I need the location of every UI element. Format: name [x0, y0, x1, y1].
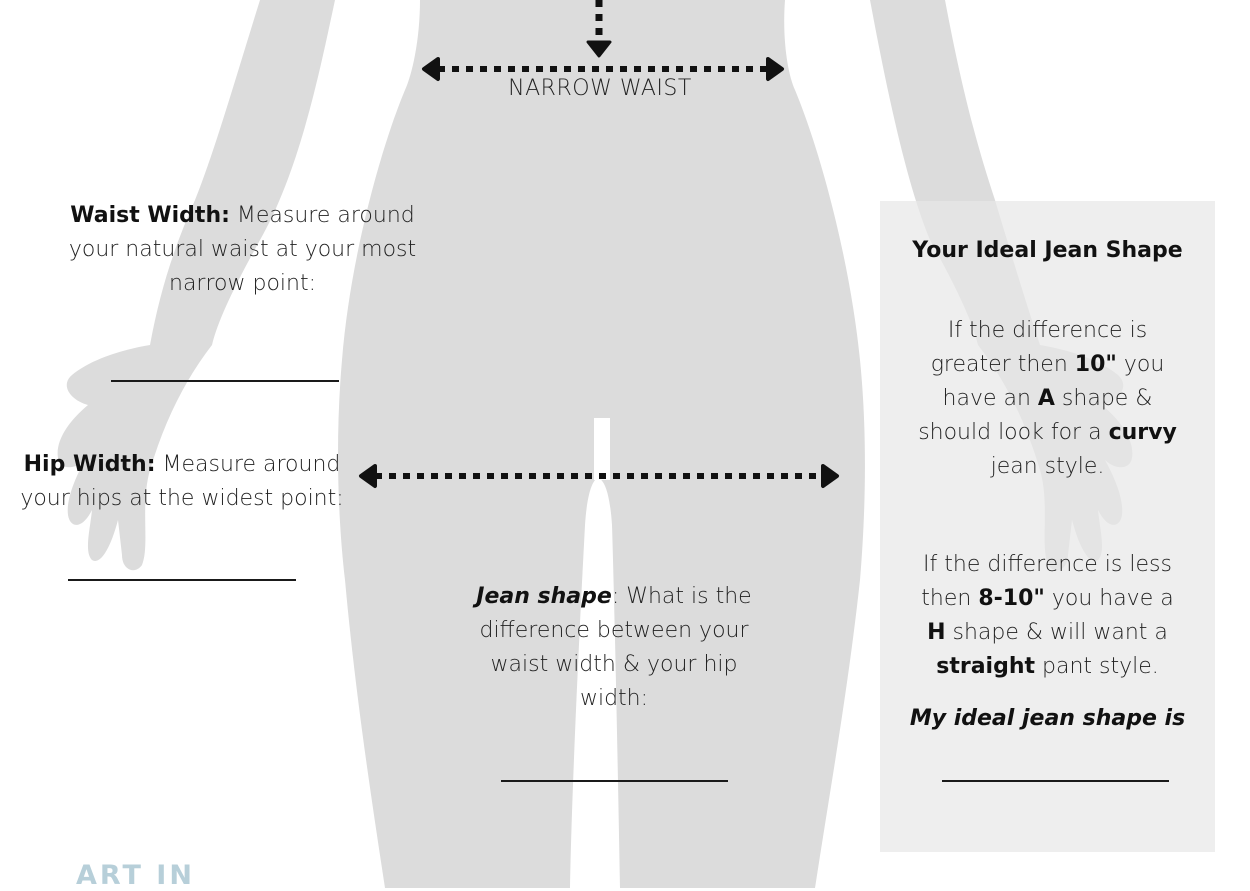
- a-shape-line-1: If the difference is: [947, 318, 1148, 343]
- a-shape-line-4: should look for a curvy: [880, 416, 1215, 450]
- waist-line-3: narrow point:: [169, 271, 316, 296]
- jean-shape-line-1: Jean shape: What is the: [464, 580, 764, 614]
- ideal-shape-label: My ideal jean shape is: [909, 706, 1186, 731]
- jean-shape-answer-line[interactable]: [501, 780, 728, 782]
- a-shape-line-4-pre: should look for a: [918, 420, 1109, 445]
- a-shape-line-3-post: shape &: [1054, 386, 1153, 411]
- a-shape-letter: A: [1037, 386, 1055, 411]
- panel-title: Your Ideal Jean Shape: [912, 238, 1183, 263]
- h-shape-line-1: If the difference is less: [923, 552, 1172, 577]
- ideal-shape-answer-line[interactable]: [942, 780, 1169, 782]
- a-shape-description: If the difference is greater then 10" yo…: [880, 314, 1215, 484]
- crotch-notch: [594, 418, 610, 480]
- a-shape-line-3-pre: have an: [942, 386, 1038, 411]
- a-shape-style: curvy: [1108, 420, 1177, 445]
- waist-pointer-arrowhead: [586, 40, 612, 58]
- waist-width-instructions: Waist Width: Measure around your natural…: [40, 199, 445, 301]
- h-shape-line-2-pre: then: [921, 586, 979, 611]
- jean-shape-line-2: difference between your: [479, 618, 749, 643]
- waist-answer-line[interactable]: [111, 380, 339, 382]
- hip-width-heading: Hip Width:: [23, 452, 156, 477]
- hip-line-1-text: Measure around: [155, 452, 341, 477]
- jean-shape-instructions: Jean shape: What is the difference betwe…: [464, 580, 764, 716]
- h-shape-line-3: H shape & will want a: [880, 616, 1215, 650]
- brand-logo-text: ART IN: [76, 860, 195, 891]
- h-shape-description: If the difference is less then 8-10" you…: [880, 548, 1215, 684]
- a-shape-line-2-pre: greater then: [930, 352, 1075, 377]
- h-shape-line-3-post: shape & will want a: [945, 620, 1168, 645]
- hip-line-2: your hips at the widest point:: [20, 486, 344, 511]
- left-arm-shape: [57, 0, 335, 571]
- h-shape-line-4: straight pant style.: [880, 650, 1215, 684]
- h-shape-line-2: then 8-10" you have a: [880, 582, 1215, 616]
- ideal-jean-shape-panel: [880, 201, 1215, 852]
- h-shape-line-2-post: you have a: [1044, 586, 1174, 611]
- waist-arrow-left-head: [422, 57, 440, 81]
- a-shape-line-3: have an A shape &: [880, 382, 1215, 416]
- h-shape-threshold: 8-10": [978, 586, 1045, 611]
- narrow-waist-label: NARROW WAIST: [508, 76, 692, 101]
- jean-shape-line-4: width:: [579, 686, 649, 711]
- h-shape-style: straight: [936, 654, 1036, 679]
- a-shape-line-5: jean style.: [990, 454, 1105, 479]
- waist-arrow-right-head: [766, 57, 784, 81]
- jean-shape-heading: Jean shape: [476, 584, 612, 609]
- a-shape-line-2-post: you: [1116, 352, 1165, 377]
- a-shape-line-2: greater then 10" you: [880, 348, 1215, 382]
- waist-line-1-text: Measure around: [229, 203, 415, 228]
- h-shape-letter: H: [927, 620, 946, 645]
- waist-line-2: your natural waist at your most: [68, 237, 417, 262]
- ideal-shape-prompt: My ideal jean shape is: [880, 702, 1215, 736]
- hip-line-1: Hip Width: Measure around: [12, 448, 352, 482]
- hip-answer-line[interactable]: [68, 579, 296, 581]
- waist-line-1: Waist Width: Measure around: [40, 199, 445, 233]
- h-shape-line-4-post: pant style.: [1035, 654, 1159, 679]
- hip-arrow-left-head: [359, 464, 377, 488]
- jean-shape-line-1-text: : What is the: [611, 584, 752, 609]
- jean-shape-line-3: waist width & your hip: [490, 652, 738, 677]
- waist-width-heading: Waist Width:: [70, 203, 230, 228]
- hip-arrow-right-head: [821, 464, 839, 488]
- hip-width-instructions: Hip Width: Measure around your hips at t…: [12, 448, 352, 516]
- a-shape-threshold: 10": [1074, 352, 1117, 377]
